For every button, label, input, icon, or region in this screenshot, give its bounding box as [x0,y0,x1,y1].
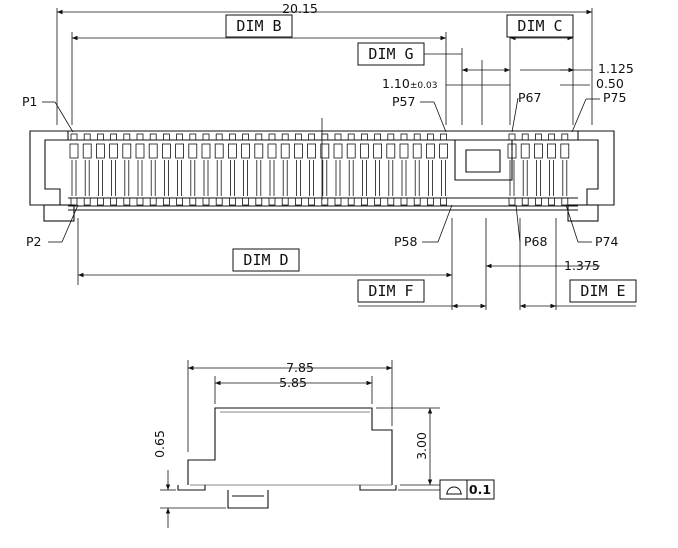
right-tab [567,204,599,222]
side-body-outline [187,407,393,485]
dim-f-label: DIM F [368,282,413,300]
pin-contact [425,133,435,206]
side-post [227,490,269,509]
dim-110-label: 1.10±0.03 [382,76,437,91]
side-width-inner-label: 5.85 [279,375,307,390]
pin-contact [201,133,211,206]
dim-c-label: DIM C [517,17,562,35]
side-right-foot [359,485,397,491]
pin-contact [386,133,396,206]
pin-contact [547,133,556,206]
profile-of-surface-icon [446,486,462,495]
pin-contact [135,133,145,206]
side-view: 7.85 5.85 3.00 0.65 0.1 [152,360,495,528]
left-tab [43,204,75,222]
pin-contact [122,133,132,206]
pin-contact [161,133,171,206]
pin-contact [333,133,343,206]
dim-b-box [225,14,293,38]
pin-contact [507,133,517,206]
pin-label-p75: P75 [603,90,626,105]
pin-contact [534,133,543,206]
side-height-label: 3.00 [414,432,429,460]
dim-b-label: DIM B [236,17,281,35]
pin-contact [307,133,317,206]
top-view: 20.15 DIM B DIM C DIM G 1.125 1.10±0.03 … [22,1,637,310]
pin-contact [148,133,158,206]
pin-contact [267,133,277,206]
pin-contact [214,133,224,206]
pin-label-p68: P68 [524,234,547,249]
pin-contact [439,133,449,206]
pin-contact [359,133,369,206]
side-standoff-label: 0.65 [152,430,167,458]
key-slot [454,140,513,181]
pin-contact [175,133,185,206]
dim-050-label: 0.50 [596,76,624,91]
dim-110-tol: ±0.03 [410,81,438,91]
pin-contact [373,133,383,206]
housing-outline-right [577,130,615,206]
pin-label-p58: P58 [394,234,417,249]
pin-label-p67: P67 [518,90,541,105]
pin-contact [82,133,92,206]
dim-1125-label: 1.125 [598,61,634,76]
pin-contact [254,133,264,206]
pin-contact [520,133,530,206]
dim-f-box [357,279,425,303]
pin-contact [346,133,356,206]
pin-label-p1: P1 [22,94,38,109]
dim-d-label: DIM D [243,251,288,269]
pin-contact [96,133,105,206]
side-width-outer-label: 7.85 [286,360,314,375]
pin-contact [399,133,409,206]
pin-array [69,133,570,206]
pin-contact [227,133,237,206]
overall-width-label: 20.15 [282,1,318,16]
dim-c-box [506,14,574,38]
flatness-value: 0.1 [469,482,491,497]
pin-contact [560,133,570,206]
dim-g-label: DIM G [368,45,413,63]
pin-contact [241,133,251,206]
pin-contact [69,133,79,206]
pin-label-p2: P2 [26,234,42,249]
pin-contact [293,133,303,206]
pin-contact [188,133,198,206]
side-left-foot [177,485,206,491]
dim-d-box [232,248,300,272]
pin-label-p74: P74 [595,234,618,249]
pin-contact [412,133,422,206]
pin-contact [280,133,290,206]
pin-contact [320,133,330,206]
dim-e-label: DIM E [580,282,625,300]
dim-1375-label: 1.375 [564,258,600,273]
pin-label-p57: P57 [392,94,415,109]
pin-contact [109,133,118,206]
dim-e-box [569,279,637,303]
housing-outline [29,130,69,206]
